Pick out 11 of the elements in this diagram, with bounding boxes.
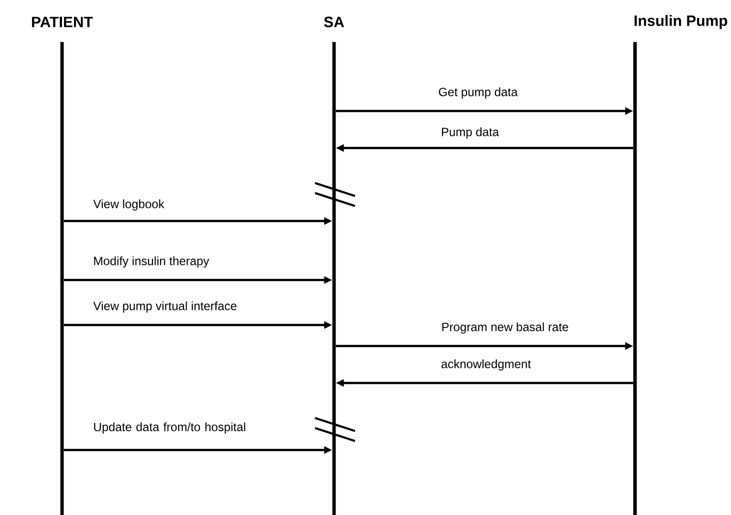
edge-label: View logbook <box>93 199 164 211</box>
edge-label: Program new basal rate <box>442 322 568 334</box>
edge-label: acknowledgment <box>441 359 531 371</box>
edge-label: Get pump data <box>438 87 518 99</box>
edge-label: Modify insulin therapy <box>94 256 210 268</box>
lifeline: PATIENT <box>32 16 93 515</box>
lifeline: SA <box>324 16 344 515</box>
edge-label: Update data from/to hospital <box>94 422 246 434</box>
edge-label: Pump data <box>442 127 499 139</box>
edge-label: View pump virtual interface <box>93 301 236 313</box>
lifeline: Insulin Pump <box>633 15 728 515</box>
